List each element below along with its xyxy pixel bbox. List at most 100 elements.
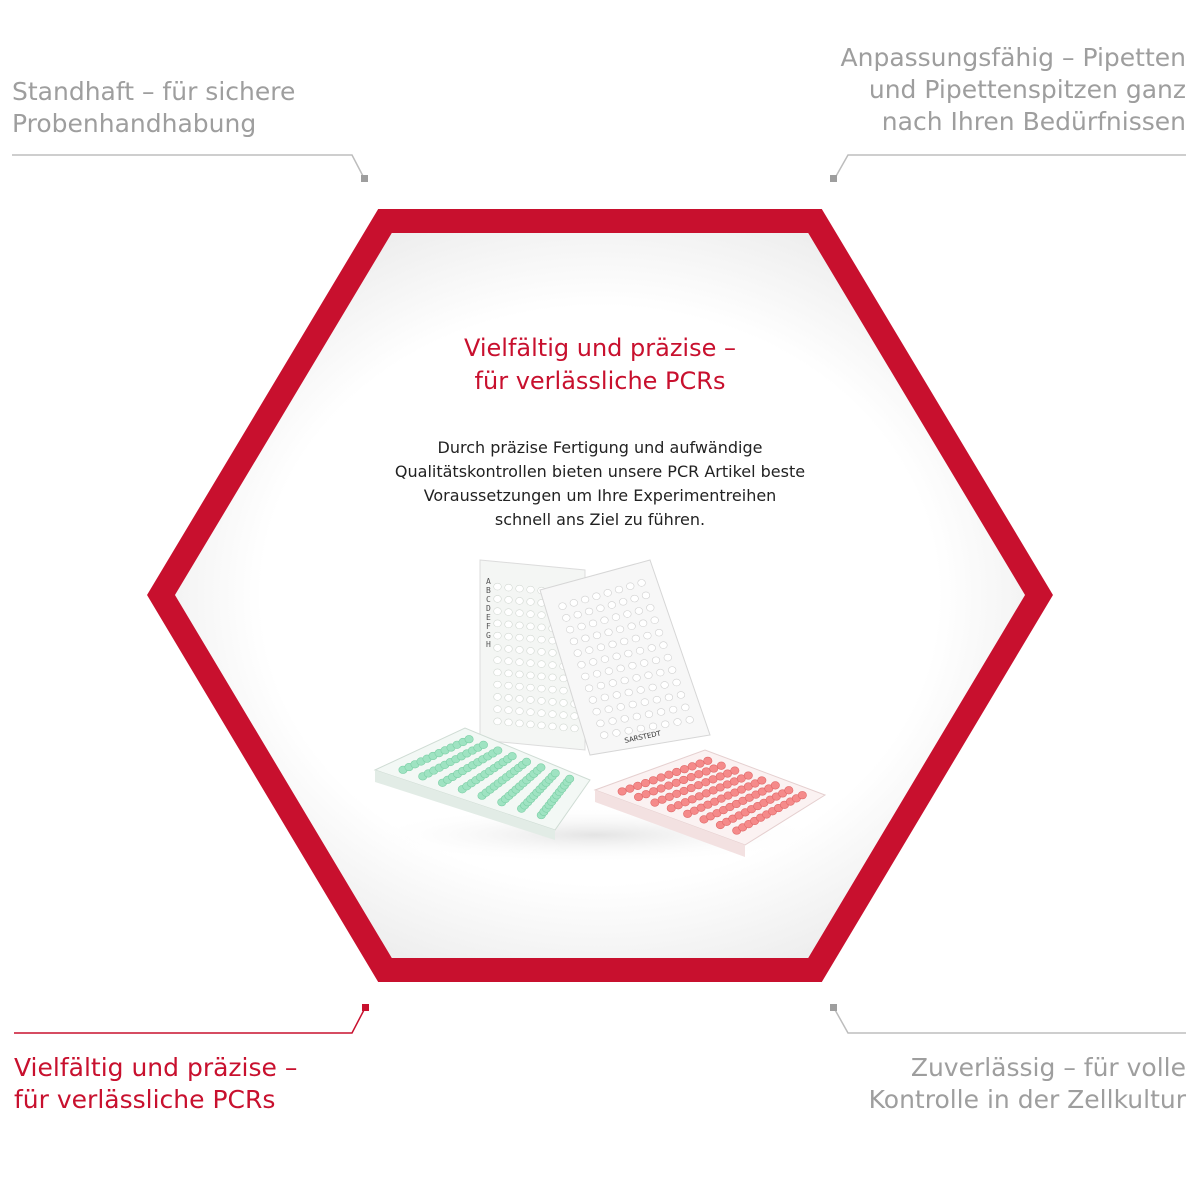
plate-well bbox=[612, 729, 621, 737]
plate-well bbox=[588, 696, 597, 704]
plate-well bbox=[608, 679, 617, 687]
plate-well bbox=[679, 775, 689, 785]
plate-well bbox=[581, 634, 590, 643]
plate-well bbox=[607, 601, 616, 609]
plate-well bbox=[620, 676, 629, 685]
hexagon-border bbox=[147, 209, 1053, 982]
corner-label-zuverlaessig[interactable]: Zuverlässig – für volle Kontrolle in der… bbox=[869, 1052, 1186, 1116]
plate-well bbox=[614, 585, 624, 594]
plate-well bbox=[577, 622, 586, 631]
plate-well bbox=[634, 792, 644, 802]
center-title-line: für verlässliche PCRs bbox=[474, 367, 726, 395]
plate-well bbox=[641, 591, 651, 600]
plate-well bbox=[620, 637, 629, 646]
plate-well bbox=[526, 647, 535, 655]
plate-well bbox=[559, 686, 568, 695]
plate-well bbox=[701, 767, 711, 776]
plate-well bbox=[550, 769, 560, 778]
plate-well bbox=[652, 695, 661, 704]
plate-well bbox=[515, 719, 524, 728]
plate-well bbox=[558, 602, 567, 610]
plate-well bbox=[624, 727, 633, 735]
plate-well bbox=[493, 705, 502, 713]
plate-well bbox=[600, 731, 609, 739]
plate-well bbox=[493, 644, 502, 652]
plate-well bbox=[730, 766, 740, 775]
corner-label-line: Probenhandhabung bbox=[12, 109, 257, 138]
plate-well bbox=[646, 604, 655, 612]
connector-top-left bbox=[12, 154, 368, 182]
plate-well bbox=[493, 595, 502, 603]
plate-well bbox=[566, 625, 575, 634]
plate-well bbox=[596, 604, 605, 612]
plate-well bbox=[636, 686, 645, 694]
plate-well bbox=[493, 746, 503, 755]
plate-well bbox=[526, 683, 535, 692]
plate-well bbox=[522, 757, 532, 766]
plate-well bbox=[633, 781, 643, 790]
plate-well bbox=[649, 787, 659, 796]
plate-well bbox=[536, 763, 546, 772]
plate-well bbox=[504, 608, 513, 616]
plate-well bbox=[515, 670, 524, 679]
plate-well bbox=[504, 718, 513, 727]
plate-well bbox=[612, 652, 621, 661]
plate-well bbox=[581, 672, 590, 681]
plate-well bbox=[537, 660, 546, 668]
plate-well bbox=[464, 735, 474, 744]
plate-row-letter: C bbox=[486, 595, 491, 604]
plate-well bbox=[504, 657, 513, 665]
plate-well bbox=[493, 668, 502, 677]
plate-well bbox=[548, 685, 557, 694]
plate-well bbox=[626, 582, 635, 590]
plate-well bbox=[656, 773, 666, 782]
plate-well bbox=[659, 641, 668, 649]
plate-well bbox=[548, 698, 557, 706]
plate-well bbox=[643, 631, 652, 640]
center-title-line: Vielfältig und präzise – bbox=[463, 334, 736, 362]
corner-label-line: Vielfältig und präzise – bbox=[14, 1053, 298, 1082]
plate-well bbox=[640, 698, 649, 706]
plate-well bbox=[493, 631, 502, 640]
plate-well bbox=[504, 596, 513, 604]
plate-well bbox=[515, 597, 524, 605]
plate-well bbox=[676, 691, 686, 699]
corner-label-anpassungsfaehig[interactable]: Anpassungsfähig – Pipetten und Pipettens… bbox=[841, 42, 1187, 138]
plate-well bbox=[672, 678, 681, 687]
corner-label-vielfaeltig-active[interactable]: Vielfältig und präzise – für verlässlich… bbox=[14, 1052, 297, 1116]
plate-well bbox=[537, 697, 546, 705]
plate-well bbox=[615, 625, 625, 634]
plate-row-letter: A bbox=[486, 577, 491, 586]
plate-well bbox=[592, 592, 601, 600]
plate-well bbox=[526, 708, 535, 716]
plate-well bbox=[623, 610, 632, 618]
plate-well bbox=[588, 619, 598, 628]
plate-well bbox=[672, 767, 682, 777]
plate-well bbox=[526, 610, 535, 618]
plate-well bbox=[585, 646, 594, 654]
plate-well bbox=[537, 684, 546, 693]
plate-well bbox=[640, 659, 649, 667]
plate-well bbox=[648, 776, 658, 785]
corner-label-line: Anpassungsfähig – Pipetten bbox=[840, 43, 1187, 72]
plate-well bbox=[493, 619, 502, 628]
plate-well bbox=[656, 668, 665, 677]
plate-well bbox=[664, 693, 673, 702]
plate-well bbox=[656, 708, 666, 716]
plate-well bbox=[647, 644, 656, 652]
plate-well bbox=[548, 649, 557, 657]
plate-well bbox=[627, 622, 636, 630]
plate-well bbox=[493, 680, 502, 689]
corner-label-line: Standhaft – für sichere bbox=[12, 77, 296, 106]
plate-well bbox=[620, 715, 629, 723]
plate-well bbox=[617, 787, 627, 796]
plate-well bbox=[624, 688, 633, 697]
plate-well bbox=[537, 721, 546, 730]
corner-label-standhaft[interactable]: Standhaft – für sichere Probenhandhabung bbox=[12, 76, 295, 140]
plate-well bbox=[716, 761, 726, 770]
plate-well bbox=[641, 778, 651, 788]
plate-well bbox=[612, 691, 621, 699]
center-description-line: schnell ans Ziel zu führen. bbox=[494, 510, 706, 529]
plate-well bbox=[663, 653, 672, 662]
plate-well bbox=[562, 614, 571, 622]
